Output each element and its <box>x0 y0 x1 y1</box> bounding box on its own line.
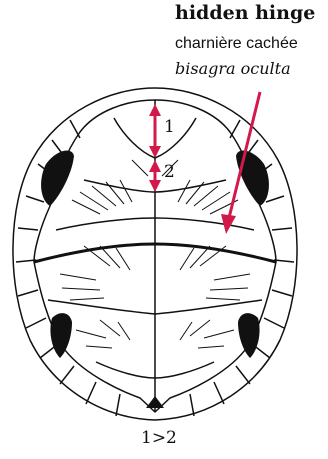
scute-2-arrowhead-top <box>149 160 161 172</box>
scute-2-arrowhead-bottom <box>149 180 161 192</box>
scute-hatch-right-lower <box>180 320 234 348</box>
inguinal-mark-left <box>50 313 72 358</box>
axillary-mark-left <box>41 150 74 206</box>
scute-hatch-right-upper <box>178 180 238 214</box>
scute-hatch-left-lower <box>76 320 130 348</box>
scute-hatch-left-upper <box>72 180 132 214</box>
hidden-hinge-spanish-label: bisagra oculta <box>175 59 291 78</box>
scute-relation-label: 1>2 <box>141 428 177 448</box>
scute-1-label: 1 <box>164 117 175 137</box>
scute-1-arrowhead-top <box>149 104 161 116</box>
hidden-hinge-french-label: charnière cachée <box>175 35 298 53</box>
hidden-hinge-title: hidden hinge <box>175 2 315 24</box>
inguinal-mark-right <box>238 313 260 358</box>
axillary-mark-right <box>236 150 269 206</box>
scute-2-label: 2 <box>164 162 175 182</box>
anal-notch-mark <box>146 396 164 408</box>
